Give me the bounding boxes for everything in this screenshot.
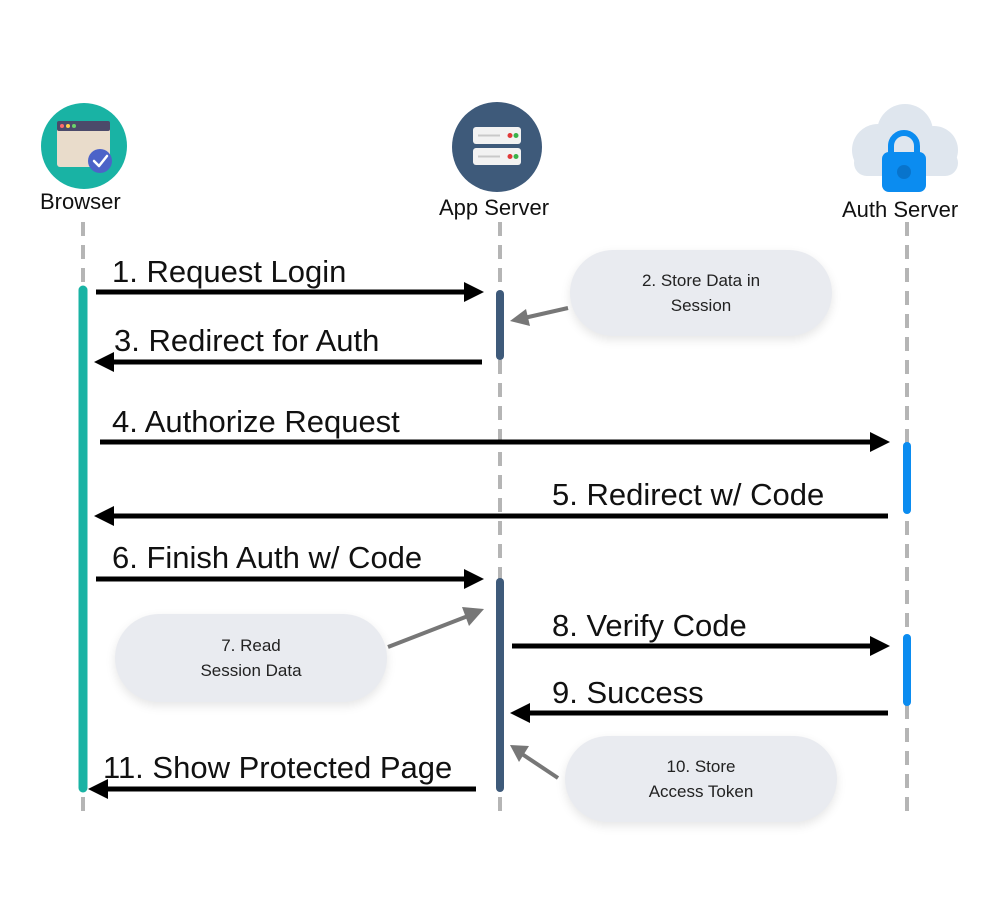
note-line: Session xyxy=(670,296,732,315)
server-icon xyxy=(452,102,542,192)
note-line: Session Data xyxy=(200,661,302,680)
step-finish-auth: 6. Finish Auth w/ Code xyxy=(112,540,423,575)
cloud-lock-icon xyxy=(852,104,958,192)
step-success: 9. Success xyxy=(552,675,704,710)
arrow-verify-code xyxy=(512,636,890,656)
arrow-success xyxy=(510,703,888,723)
app-server-label: App Server xyxy=(439,195,550,220)
auth-server-label: Auth Server xyxy=(842,197,959,222)
step-redirect-with-code: 5. Redirect w/ Code xyxy=(552,477,825,512)
arrow-request-login xyxy=(96,282,484,302)
note-store-session: 2. Store Data in Session xyxy=(570,250,832,336)
browser-icon xyxy=(41,103,127,189)
note-line: 7. Read xyxy=(221,635,281,655)
arrow-redirect-with-code xyxy=(94,506,888,526)
note-line: 2. Store Data in xyxy=(641,270,761,290)
step-request-login: 1. Request Login xyxy=(112,254,347,289)
step-verify-code: 8. Verify Code xyxy=(552,608,747,643)
step-redirect-for-auth: 3. Redirect for Auth xyxy=(114,323,380,358)
step-authorize-request: 4. Authorize Request xyxy=(112,404,400,439)
note-arrow-read-session xyxy=(387,607,484,649)
note-arrow-store-token xyxy=(510,745,560,780)
arrow-redirect-for-auth xyxy=(94,352,482,372)
note-line: 10. Store xyxy=(666,756,736,776)
arrow-show-protected-page xyxy=(88,779,476,799)
note-line: Access Token xyxy=(648,782,754,801)
browser-label: Browser xyxy=(40,189,121,214)
arrow-finish-auth xyxy=(96,569,484,589)
note-arrow-store-session xyxy=(510,306,569,326)
step-show-protected-page: 11. Show Protected Page xyxy=(103,750,453,785)
arrow-authorize-request xyxy=(100,432,890,452)
